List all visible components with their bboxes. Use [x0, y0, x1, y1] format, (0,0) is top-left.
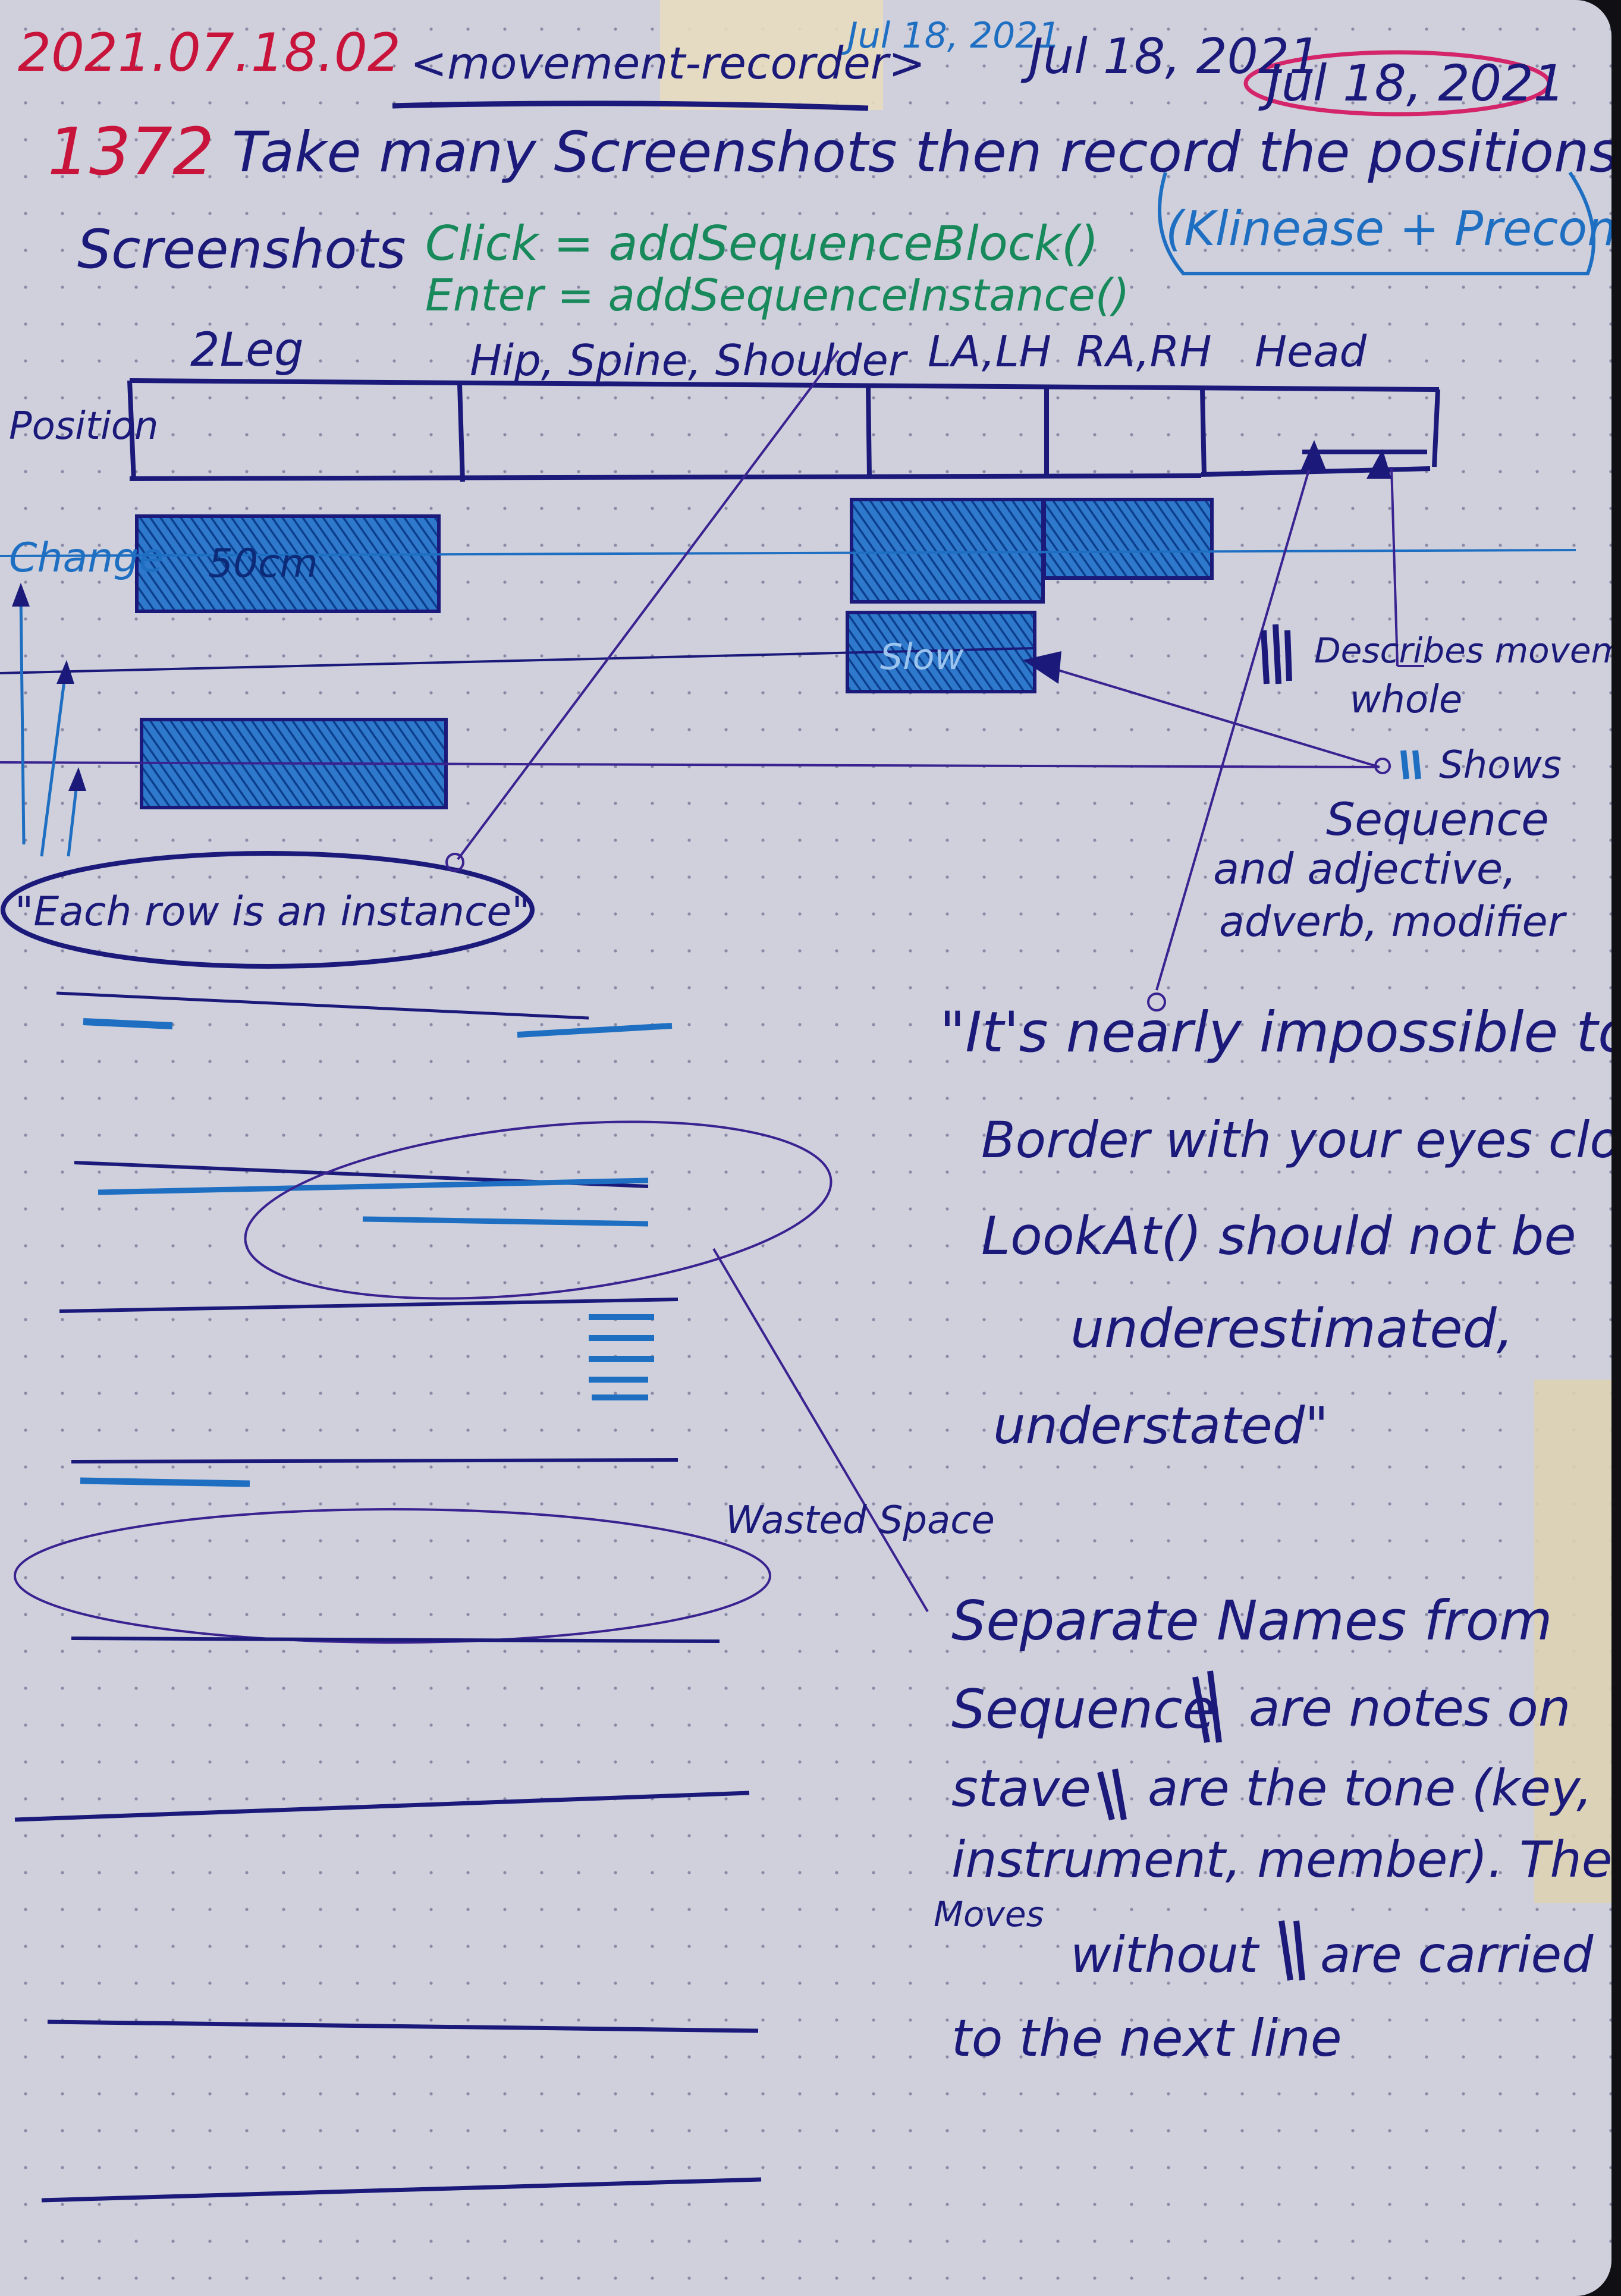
- column-head: Head: [1255, 326, 1367, 376]
- row-label-change: Change: [9, 535, 164, 582]
- quote-line-1: "It's nearly impossible to: [940, 1000, 1611, 1065]
- quote-line-2: Border with your eyes closed: [981, 1111, 1611, 1169]
- notes-instrument: instrument, member). The: [951, 1830, 1611, 1889]
- column-ra-rh: RA,RH: [1076, 326, 1212, 376]
- leader-lines: [445, 350, 1424, 1613]
- left-arrows: [19, 594, 79, 857]
- date-stamp-2: Jul 18, 2021: [1029, 29, 1321, 85]
- date-stamp-3: Jul 18, 2021: [1267, 54, 1566, 112]
- block-ra-row1: [1042, 498, 1214, 580]
- shows-line-3: and adjective,: [1213, 844, 1517, 894]
- page-number: 1372: [48, 114, 214, 190]
- quote-line-5: understated": [993, 1396, 1328, 1456]
- notes-line-1: Separate Names from: [951, 1589, 1553, 1653]
- intro-line-2: Screenshots: [77, 218, 406, 281]
- project-tag: <movement-recorder>: [410, 38, 926, 89]
- shows-line-4: adverb, modifier: [1219, 897, 1565, 946]
- notes-are-carried: are carried: [1320, 1926, 1594, 1984]
- layout-sketch: [14, 991, 833, 2203]
- tag-underline: [392, 100, 869, 111]
- shows-line-1: Shows: [1439, 743, 1562, 787]
- date-code: 2021.07.18.02: [18, 22, 401, 83]
- notes-without: without: [1070, 1926, 1258, 1984]
- position-bar: [127, 378, 1440, 482]
- intro-line-1: Take many Screenshots then record the po…: [232, 120, 1611, 185]
- notes-tone: are the tone (key,: [1148, 1759, 1592, 1817]
- code-note-click: Click = addSequenceBlock(): [425, 216, 1099, 271]
- wasted-space-label: Wasted Space: [725, 1499, 995, 1543]
- instance-lines: [0, 549, 1576, 768]
- column-hip-spine-shoulder: Hip, Spine, Shoulder: [470, 335, 906, 385]
- tape-right: [1534, 1380, 1611, 1903]
- quote-line-4: underestimated,: [1070, 1298, 1514, 1360]
- date-stamp-1: Jul 18, 2021: [847, 15, 1061, 56]
- scratch-marks: [1097, 624, 1305, 1981]
- block-label-slow: Slow: [880, 636, 964, 678]
- row-label-position: Position: [9, 404, 159, 448]
- code-note-enter: Enter = addSequenceInstance(): [425, 270, 1130, 321]
- sequence-blocks: [135, 498, 1214, 809]
- column-2leg: 2Leg: [190, 323, 304, 377]
- notes-moves: Moves: [934, 1894, 1044, 1934]
- describes-line-2: whole: [1350, 678, 1463, 722]
- instance-oval: [1, 851, 535, 969]
- date-oval: [1243, 50, 1551, 117]
- aside-bracket: [1158, 171, 1595, 275]
- intro-aside: (Klinease + Precomp): [1166, 201, 1611, 256]
- notes-stave: stave: [951, 1759, 1092, 1818]
- quote-line-3: LookAt() should not be: [981, 1205, 1576, 1267]
- notes-next-line: to the next line: [951, 2009, 1342, 2068]
- tape-top: [660, 0, 883, 110]
- instance-note: "Each row is an instance": [15, 888, 530, 935]
- block-label-50cm: 50cm: [208, 541, 318, 586]
- notes-sequence: Sequence: [951, 1678, 1215, 1741]
- column-la-lh: LA,LH: [928, 326, 1051, 376]
- shows-line-2: Sequence: [1326, 793, 1549, 846]
- block-2leg-row1: [135, 514, 441, 613]
- notes-are-notes-on: are notes on: [1249, 1679, 1571, 1738]
- describes-line-1: Describes movement: [1314, 630, 1611, 671]
- block-la-row1: [850, 498, 1045, 604]
